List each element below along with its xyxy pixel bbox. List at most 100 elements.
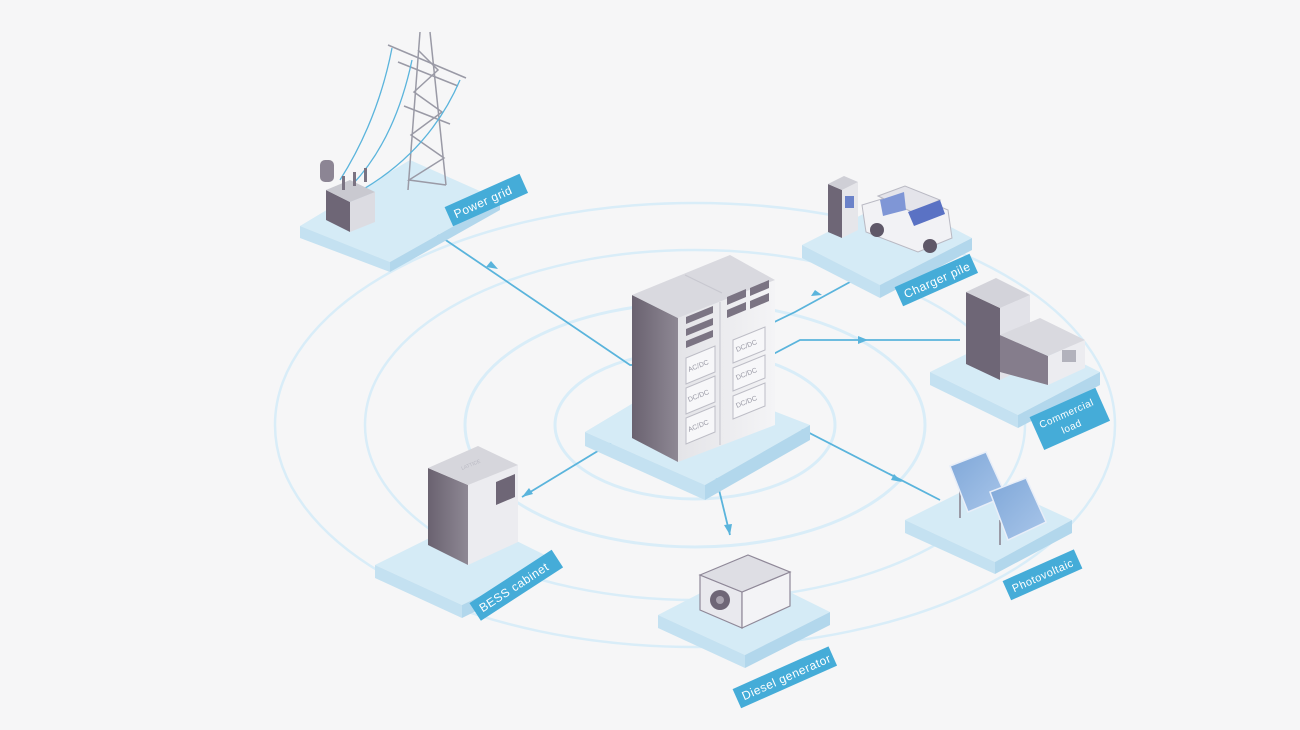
cabinet-modules-left: AC/DC DC/DC AC/DC: [685, 345, 716, 445]
label-box: [732, 646, 838, 709]
module-box: [732, 382, 766, 420]
station-side: [842, 182, 858, 238]
car-window: [880, 192, 906, 216]
charger-pile-node: Charger pile: [802, 176, 979, 307]
bess-unit-icon: LATTICE: [428, 446, 518, 565]
station-top: [828, 176, 858, 190]
transformer-bushing: [364, 168, 367, 182]
platform-side-left: [802, 245, 880, 298]
module-box: [685, 375, 716, 415]
connector-charger-pile: [761, 281, 851, 329]
pylon-arm: [403, 105, 451, 125]
platform-side-left: [658, 615, 745, 668]
power-line: [351, 59, 413, 186]
cabinet-left-face: [632, 295, 678, 462]
vent: [686, 318, 713, 336]
power-line: [339, 47, 393, 181]
pylon-lattice: [406, 49, 447, 186]
commercial-load-label: Commercial load: [1029, 387, 1111, 450]
bess-front: [428, 468, 468, 565]
vent: [727, 289, 746, 305]
platform-top: [300, 160, 500, 262]
power-grid-node: Power grid: [300, 31, 529, 272]
vent: [750, 280, 769, 296]
car-windshield: [908, 200, 945, 226]
pylon-arm: [387, 44, 467, 79]
building-icon: [966, 278, 1085, 385]
platform-side-left: [905, 520, 995, 574]
platform-side-left: [300, 226, 390, 272]
platform-side-right: [390, 200, 500, 272]
cabinet-top-face: [632, 255, 775, 318]
photovoltaic-node: Photovoltaic: [905, 451, 1083, 601]
platform-side-left: [930, 372, 1018, 428]
cabinet-top-divider: [684, 274, 723, 294]
platform-side-right: [705, 425, 810, 500]
solar-panel-icon: [949, 451, 1047, 545]
ring-outer: [273, 201, 1117, 649]
cabinet-modules-right: DC/DC DC/DC DC/DC: [732, 326, 766, 420]
station-screen: [845, 196, 854, 208]
platform-side-right: [995, 520, 1072, 574]
module-box: [732, 326, 766, 364]
pylon-arm: [397, 61, 459, 87]
annex-top: [1000, 318, 1085, 356]
label-box: [444, 173, 529, 227]
label-box: [469, 549, 564, 621]
arrow-commercial-load: [858, 336, 868, 344]
bess-panel: [496, 474, 515, 505]
annex-front: [1000, 335, 1048, 385]
platform-top: [905, 480, 1072, 562]
generator-top: [698, 554, 792, 593]
building-front: [966, 292, 1000, 380]
module-box: [732, 354, 766, 392]
label-box: [1002, 549, 1083, 601]
solar-panel: [989, 477, 1047, 542]
transformer-side: [350, 192, 375, 232]
charging-station-icon: [828, 176, 858, 238]
platform-side-right: [880, 238, 972, 298]
transformer-front: [326, 190, 350, 232]
module-box: [685, 345, 716, 385]
power-line: [361, 79, 461, 191]
module-box: [685, 405, 716, 445]
power-lines: [339, 47, 461, 191]
transformer-top: [326, 180, 375, 202]
arrow-bess-cabinet: [522, 488, 533, 497]
vent: [686, 306, 713, 324]
central-cabinet: AC/DC DC/DC AC/DC DC/DC DC/DC DC/DC: [632, 255, 775, 462]
car-wheel: [870, 223, 884, 237]
vent: [686, 330, 713, 348]
label-box: [1029, 387, 1111, 450]
diesel-generator-node: Diesel generator: [658, 554, 838, 709]
arrow-diesel-generator: [724, 524, 732, 535]
platform-side-left: [375, 565, 462, 618]
pylon-icon: [387, 31, 467, 191]
arrow-photovoltaic: [891, 474, 902, 482]
station-front: [828, 184, 842, 238]
arrow-power-grid: [486, 261, 498, 269]
generator-engine-hub: [716, 596, 724, 604]
car-wheel: [923, 239, 937, 253]
connector-arrows: [486, 261, 902, 535]
connector-commercial-load: [761, 339, 960, 361]
platform-side-right: [745, 612, 830, 668]
annex-window: [1062, 350, 1076, 362]
building-top: [966, 278, 1030, 308]
arrow-charger-pile: [811, 290, 822, 296]
transformer-tank: [320, 160, 334, 182]
transformer-icon: [320, 160, 375, 232]
electric-car-icon: [861, 185, 953, 253]
vent: [727, 302, 746, 318]
transformer-bushing: [353, 172, 356, 186]
vent: [750, 293, 769, 309]
bess-top: [428, 446, 518, 485]
label-box: [894, 253, 979, 307]
commercial-load-node: Commercial load: [930, 278, 1111, 450]
bess-cabinet-node: LATTICE BESS cabinet: [375, 446, 564, 621]
cabinet-vents: [686, 280, 769, 348]
generator-icon: [698, 554, 792, 629]
platform-side-left: [585, 432, 705, 500]
